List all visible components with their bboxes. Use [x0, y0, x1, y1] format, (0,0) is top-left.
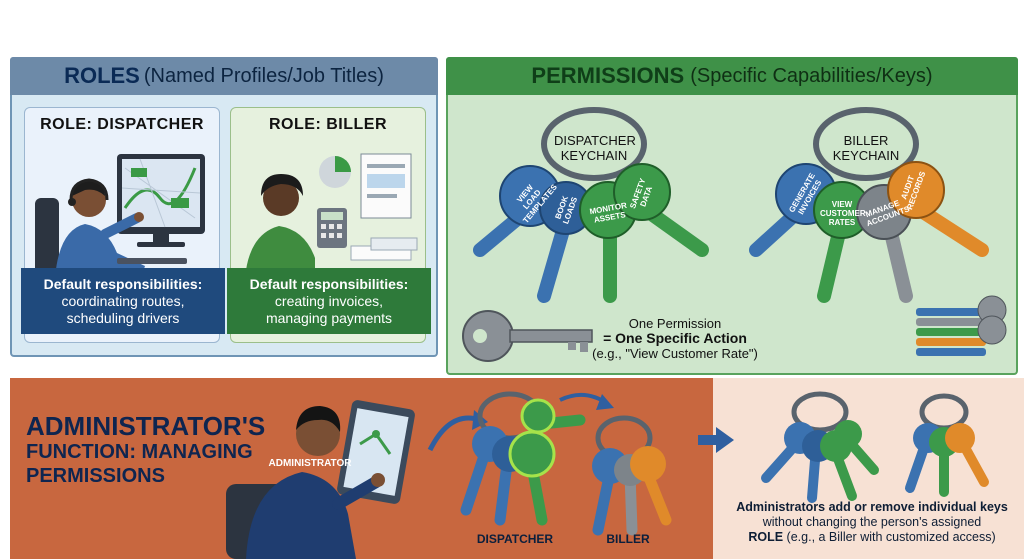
- biller-responsibilities-heading: Default responsibilities:: [249, 276, 409, 292]
- roles-subtitle: (Named Profiles/Job Titles): [143, 64, 384, 87]
- administrator-illustration-icon: [226, 400, 415, 559]
- dispatcher-responsibilities-line1: coordinating routes,: [61, 293, 185, 309]
- biller-keychain-label-line2: KEYCHAIN: [832, 148, 900, 163]
- biller-illustration-icon: [245, 153, 418, 278]
- one-permission-line1: One Permission: [628, 316, 722, 331]
- roles-header: ROLES (Named Profiles/Job Titles): [10, 57, 438, 95]
- admin-title-line1: ADMINISTRATOR'S: [26, 411, 266, 441]
- admin-note-line2: without changing the person's assigned: [762, 515, 982, 529]
- administrator-badge: ADMINISTRATOR: [268, 458, 352, 469]
- dispatcher-responsibilities-line2: scheduling drivers: [66, 310, 180, 326]
- administrator-note: Administrators add or remove individual …: [724, 500, 1020, 545]
- admin-title-line3: PERMISSIONS: [26, 465, 165, 487]
- admin-note-line1: Administrators add or remove individual …: [736, 500, 1008, 514]
- customized-keychains-icon: [761, 391, 989, 503]
- one-permission-line2: = One Specific Action: [603, 330, 747, 346]
- single-key-icon: [462, 310, 593, 362]
- dispatcher-keychain-icon: [473, 107, 709, 303]
- admin-biller-label: BILLER: [606, 532, 650, 546]
- dispatcher-illustration-icon: [35, 154, 205, 278]
- admin-note-line3-bold: ROLE: [748, 530, 784, 544]
- biller-responsibilities-line1: creating invoices,: [274, 293, 384, 309]
- permissions-subtitle: (Specific Capabilities/Keys): [690, 64, 933, 87]
- biller-role-card: ROLE: BILLER Default responsibilities: c: [227, 107, 431, 343]
- admin-keychains-icon: [427, 391, 672, 536]
- dispatcher-keychain-label-line2: KEYCHAIN: [560, 148, 628, 163]
- one-permission-note: One Permission = One Specific Action (e.…: [590, 316, 760, 361]
- biller-keychain-label-line1: BILLER: [843, 133, 889, 148]
- permissions-title: PERMISSIONS: [531, 63, 685, 88]
- biller-keychain-label: BILLER KEYCHAIN: [826, 133, 906, 163]
- dispatcher-role-title: ROLE: DISPATCHER: [40, 116, 204, 133]
- roles-title: ROLES: [64, 63, 140, 88]
- key-stack-icon: [916, 295, 1007, 356]
- key-view-customer-rates: VIEW CUSTOMER RATES: [820, 200, 866, 227]
- biller-responsibilities-banner: Default responsibilities: creating invoi…: [227, 268, 431, 334]
- biller-keychain-icon: [749, 107, 989, 303]
- biller-responsibilities-line2: managing payments: [265, 310, 393, 326]
- biller-role-title: ROLE: BILLER: [269, 116, 387, 133]
- dispatcher-responsibilities-banner: Default responsibilities: coordinating r…: [21, 268, 225, 334]
- admin-dispatcher-label: DISPATCHER: [476, 532, 554, 546]
- dispatcher-keychain-label: DISPATCHER KEYCHAIN: [554, 133, 636, 163]
- admin-note-line3-rest: (e.g., a Biller with customized access): [783, 530, 996, 544]
- admin-note-line3: ROLE (e.g., a Biller with customized acc…: [724, 530, 1020, 545]
- dispatcher-responsibilities-heading: Default responsibilities:: [43, 276, 203, 292]
- dispatcher-role-card: ROLE: DISPATCHER Default respons: [21, 107, 225, 343]
- arrow-right-icon: [698, 427, 734, 453]
- dispatcher-keychain-label-line1: DISPATCHER: [554, 133, 636, 148]
- permissions-header: PERMISSIONS (Specific Capabilities/Keys): [446, 57, 1018, 95]
- admin-title-line2: FUNCTION: MANAGING: [26, 441, 253, 463]
- one-permission-line3: (e.g., "View Customer Rate"): [592, 346, 758, 361]
- administrator-function-title: ADMINISTRATOR'S FUNCTION: MANAGING PERMI…: [26, 411, 266, 488]
